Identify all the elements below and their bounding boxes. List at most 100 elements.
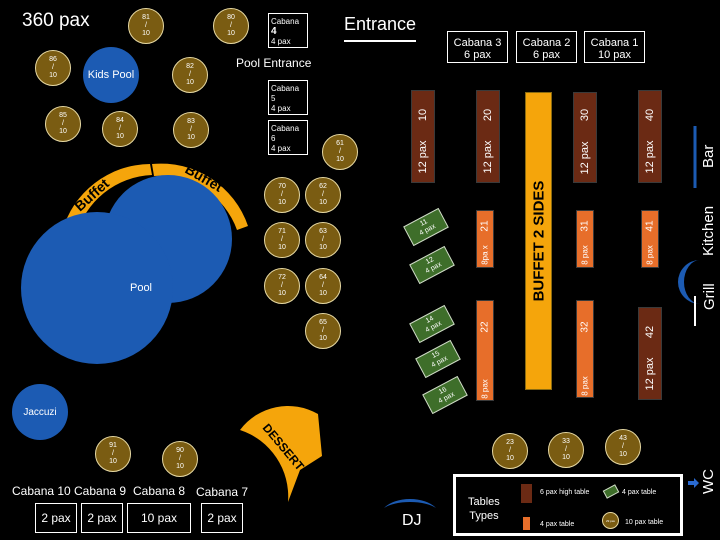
cabana-6-name: Cabana 6 — [271, 124, 300, 143]
four-table-22-number: 22 — [479, 321, 491, 333]
round-table-65-number: 65 — [319, 319, 327, 326]
cabana-5[interactable]: Cabana 5 4 pax — [268, 80, 308, 115]
round-table-82[interactable]: 82/10 — [172, 57, 208, 93]
high-table-30-cap: 12 pax — [579, 141, 591, 175]
round-table-80-number: 80 — [227, 14, 235, 21]
high-table-40[interactable]: 40 12 pax — [638, 90, 662, 183]
main-pool-label: Pool — [129, 282, 153, 294]
kids-pool-label: Kids Pool — [87, 69, 135, 81]
round-table-65-cap: 10 — [319, 335, 327, 342]
round-table-64-number: 64 — [319, 274, 327, 281]
high-table-10[interactable]: 10 12 pax — [411, 90, 435, 183]
round-table-85[interactable]: 85/10 — [45, 106, 81, 142]
four-table-41[interactable]: 41 8 pax — [641, 210, 659, 268]
round-table-72-number: 72 — [278, 274, 286, 281]
cabana-4[interactable]: Cabana 4 4 pax — [268, 13, 308, 48]
legend-round-text: 10 pax table — [625, 519, 664, 526]
round-table-64[interactable]: 64/10 — [305, 268, 341, 304]
four-table-31[interactable]: 31 8 pax — [576, 210, 594, 268]
round-table-65[interactable]: 65/10 — [305, 313, 341, 349]
round-table-70-cap: 10 — [278, 199, 286, 206]
cabana-10-pax: 2 pax — [41, 511, 71, 525]
round-table-72[interactable]: 72/10 — [264, 268, 300, 304]
round-table-23[interactable]: 23/10 — [492, 433, 528, 469]
grill-label: Grill — [701, 283, 718, 310]
four-table-22[interactable]: 22 8 pax — [476, 300, 494, 401]
round-table-83-cap: 10 — [187, 134, 195, 141]
four-table-32-cap: 8 pax — [580, 376, 590, 396]
four-table-31-number: 31 — [579, 220, 591, 232]
legend-title-line-1: Tables — [468, 496, 500, 508]
dj-label: DJ — [402, 512, 422, 529]
legend-title-line-2: Types — [469, 510, 499, 522]
round-table-82-cap: 10 — [186, 79, 194, 86]
round-table-71-number: 71 — [278, 228, 286, 235]
high-table-20-cap: 12 pax — [482, 140, 494, 174]
cabana-10[interactable]: 2 pax — [35, 503, 77, 533]
round-table-63-cap: 10 — [319, 244, 327, 251]
high-table-30[interactable]: 30 12 pax — [573, 92, 597, 183]
cabana-8[interactable]: 10 pax — [127, 503, 191, 533]
legend-round-swatch: 29 pax — [602, 512, 619, 529]
total-capacity: 360 pax — [22, 10, 90, 31]
round-table-81-cap: 10 — [142, 30, 150, 37]
round-table-61[interactable]: 61/10 — [322, 134, 358, 170]
round-table-71[interactable]: 71/10 — [264, 222, 300, 258]
cabana-5-pax: 4 pax — [271, 104, 291, 113]
cabana-6[interactable]: Cabana 6 4 pax — [268, 120, 308, 155]
cabana-2-pax: 6 pax — [533, 49, 560, 61]
cabana-2[interactable]: Cabana 2 6 pax — [516, 31, 577, 63]
cabana-1[interactable]: Cabana 1 10 pax — [584, 31, 645, 63]
cabana-3[interactable]: Cabana 3 6 pax — [447, 31, 508, 63]
round-table-80[interactable]: 80/10 — [213, 8, 249, 44]
cabana-10-name: Cabana 10 — [12, 484, 71, 498]
round-table-43[interactable]: 43/10 — [605, 429, 641, 465]
cabana-4-pax: 4 pax — [271, 37, 291, 46]
cabana-9[interactable]: 2 pax — [81, 503, 123, 533]
round-table-83[interactable]: 83/10 — [173, 112, 209, 148]
four-table-21-cap: 8pa x — [480, 245, 490, 265]
buffet-left-label: Buffet — [71, 175, 112, 214]
round-table-71-cap: 10 — [278, 244, 286, 251]
round-table-23-number: 23 — [506, 439, 514, 446]
jacuzzi: Jaccuzi — [12, 384, 68, 440]
entrance-label: Entrance — [344, 14, 417, 34]
round-table-70-number: 70 — [278, 183, 286, 190]
high-table-42[interactable]: 42 12 pax — [638, 307, 662, 400]
round-table-84[interactable]: 84/10 — [102, 111, 138, 147]
round-table-62-number: 62 — [319, 183, 327, 190]
kitchen-label: Kitchen — [700, 205, 717, 256]
round-table-62[interactable]: 62/10 — [305, 177, 341, 213]
round-table-81[interactable]: 81/10 — [128, 8, 164, 44]
round-table-85-number: 85 — [59, 112, 67, 119]
round-table-33-number: 33 — [562, 438, 570, 445]
cabana-7[interactable]: 2 pax — [201, 503, 243, 533]
four-table-22-cap: 8 pax — [480, 379, 490, 399]
round-table-63[interactable]: 63/10 — [305, 222, 341, 258]
round-table-91[interactable]: 91/10 — [95, 436, 131, 472]
round-table-81-number: 81 — [142, 14, 150, 21]
round-table-86[interactable]: 86/10 — [35, 50, 71, 86]
four-table-32[interactable]: 32 8 pax — [576, 300, 594, 398]
high-table-30-number: 30 — [579, 108, 591, 122]
round-table-84-cap: 10 — [116, 133, 124, 140]
cabana-9-pax: 2 pax — [87, 511, 117, 525]
high-table-40-number: 40 — [644, 108, 656, 122]
legend-green-text: 4 pax table — [622, 489, 657, 496]
buffet-right-arc — [152, 163, 248, 230]
high-table-40-cap: 12 pax — [644, 140, 656, 174]
high-table-10-number: 10 — [417, 108, 429, 122]
round-table-90[interactable]: 90/10 — [162, 441, 198, 477]
four-table-21[interactable]: 21 8pa x — [476, 210, 494, 268]
round-table-23-cap: 10 — [506, 455, 514, 462]
round-table-82-number: 82 — [186, 63, 194, 70]
round-table-70[interactable]: 70/10 — [264, 177, 300, 213]
round-table-91-cap: 10 — [109, 458, 117, 465]
round-table-83-number: 83 — [187, 118, 195, 125]
high-table-20[interactable]: 20 12 pax — [476, 90, 500, 183]
round-table-33[interactable]: 33/10 — [548, 432, 584, 468]
cabana-7-pax: 2 pax — [207, 511, 237, 525]
legend-high-text: 6 pax high table — [540, 489, 590, 496]
buffet-main: BUFFET 2 SIDES — [525, 92, 552, 390]
